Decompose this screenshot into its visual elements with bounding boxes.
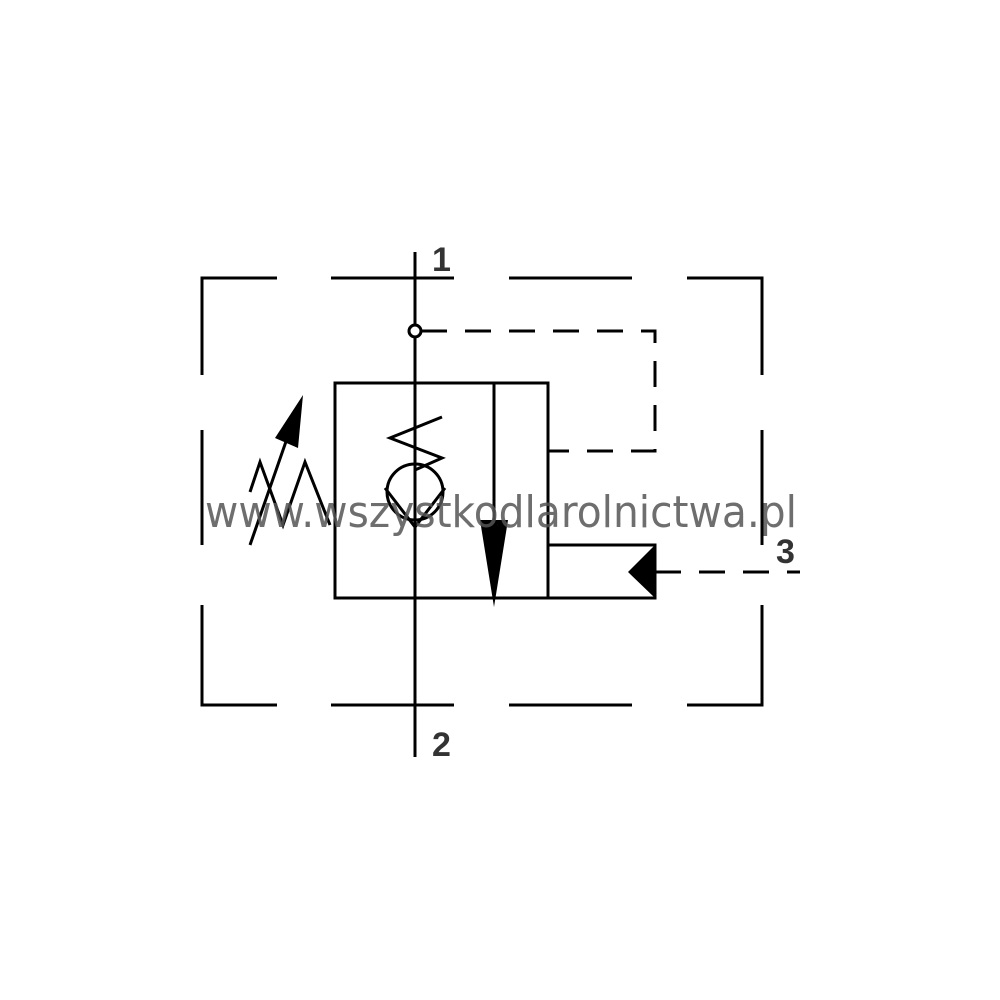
watermark: www.wszystkodlarolnictwa.pl <box>205 487 797 538</box>
adjustment-arrowhead <box>275 395 303 448</box>
adjustable-spring <box>248 457 332 530</box>
check-seat <box>383 487 447 530</box>
pilot-line-dashed <box>421 329 657 453</box>
flow-arrow-down <box>480 520 508 607</box>
pilot-junction <box>407 323 423 339</box>
port-2-label: 2 <box>432 726 451 764</box>
check-spring <box>385 415 446 472</box>
port-1-label: 1 <box>432 241 451 279</box>
port3-triangle <box>628 545 655 598</box>
port-3-label: 3 <box>776 533 795 571</box>
outer-envelope-dashed <box>200 276 764 707</box>
valve-body <box>333 381 550 600</box>
adjustment-arrow-shaft <box>248 429 292 546</box>
